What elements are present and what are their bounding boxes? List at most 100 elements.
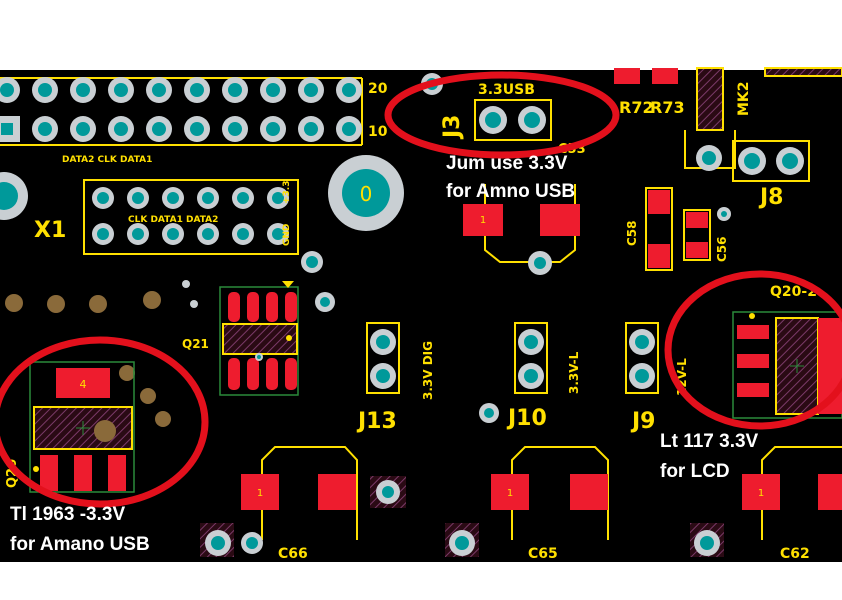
header-pin — [260, 77, 286, 103]
via — [315, 292, 335, 312]
header-signal-labels: DATA2 CLK DATA1 — [62, 155, 152, 165]
header-pin — [146, 116, 172, 142]
x1-pin — [162, 187, 184, 209]
q20-2-designator: Q20-2 — [770, 284, 817, 300]
via — [241, 532, 263, 554]
unplated-hole — [155, 411, 171, 427]
c66-designator: C66 — [278, 546, 308, 562]
j10-label-33v-l: 3.3V-L — [567, 351, 581, 394]
header-pin — [336, 116, 362, 142]
x1-pin — [92, 223, 114, 245]
j8-designator: J8 — [758, 185, 784, 210]
header-pin — [70, 77, 96, 103]
j8-connector: J8 — [732, 140, 810, 210]
header-pin — [108, 116, 134, 142]
j9-connector: 12V-L J9 — [625, 322, 689, 434]
j3-designator: J3 — [440, 115, 465, 141]
annotation-jumper-line-2: for Amno USB — [446, 181, 575, 202]
annotation-circle-jumper — [384, 71, 620, 159]
x1-pin — [92, 187, 114, 209]
bottom-via-strip — [200, 523, 724, 557]
unplated-hole — [119, 365, 135, 381]
q21-pad — [266, 292, 278, 322]
j13-designator: J13 — [356, 409, 397, 434]
header-pin — [298, 116, 324, 142]
via — [205, 530, 231, 556]
header-pin — [298, 77, 324, 103]
header-pin — [0, 77, 20, 103]
via — [301, 251, 323, 273]
via — [694, 530, 720, 556]
mounting-hole-center: 0 — [328, 155, 404, 231]
q21-pad — [247, 358, 259, 390]
x1-pin — [267, 223, 289, 245]
x1-pin — [232, 187, 254, 209]
unplated-hole — [47, 295, 65, 313]
header-connector: 20 10 DATA2 CLK DATA1 — [0, 77, 388, 165]
mounting-hole-label: 0 — [360, 182, 373, 206]
c53-pad-1-label: 1 — [480, 215, 486, 226]
resistor-r72-r73: R72 R73 — [614, 68, 685, 117]
header-pin — [32, 77, 58, 103]
c56-designator: C56 — [715, 236, 729, 262]
c65-designator: C65 — [528, 546, 558, 562]
header-pin-20-label: 20 — [368, 81, 388, 97]
annotation-tl1963-line-1: Tl 1963 -3.3V — [10, 504, 125, 525]
header-pin — [336, 77, 362, 103]
x1-pin — [127, 223, 149, 245]
x1-33-label: +3.3 — [282, 181, 292, 204]
mk2-designator: MK2 — [736, 81, 752, 116]
q21-pad — [285, 292, 297, 322]
q21-pad — [228, 292, 240, 322]
q21-pad — [228, 358, 240, 390]
header-pin — [146, 77, 172, 103]
annotation-tl1963-line-2: for Amano USB — [10, 534, 150, 555]
capacitor-c66: 1 C66 — [241, 446, 406, 562]
q21-designator: Q21 — [182, 337, 209, 351]
x1-pin — [197, 187, 219, 209]
x1-pin — [197, 223, 219, 245]
header-pin — [184, 116, 210, 142]
annotation-circle-lt117 — [664, 270, 842, 430]
annotation-lt117-line-1: Lt 117 3.3V — [660, 431, 759, 452]
x1-designator: X1 — [34, 218, 66, 243]
x1-pin — [162, 223, 184, 245]
x1-gnd-label: GND — [282, 224, 292, 246]
j10-connector: 3.3V-L J10 — [479, 322, 581, 431]
c62-pad-1-label: 1 — [758, 488, 764, 499]
header-pin — [32, 116, 58, 142]
x1-signal-labels: CLK DATA1 DATA2 — [128, 215, 218, 225]
x1-connector: CLK DATA1 DATA2 GND +3.3 X1 — [34, 179, 299, 255]
annotation-circle-tl1963 — [0, 336, 209, 508]
x1-pin — [232, 223, 254, 245]
unplated-hole — [5, 294, 23, 312]
capacitor-c56: C56 — [683, 207, 731, 262]
j13-connector: 3.3V DIG J13 — [356, 322, 435, 434]
r72-designator: R72 — [619, 98, 654, 117]
header-pin — [108, 77, 134, 103]
c58-designator: C58 — [625, 220, 639, 246]
small-via — [190, 300, 198, 308]
header-pin — [260, 116, 286, 142]
q21-transistor: Q21 — [182, 281, 299, 396]
q21-pad — [247, 292, 259, 322]
mk2-component: MK2 — [684, 67, 842, 171]
header-pin — [70, 116, 96, 142]
annotation-jumper-line-1: Jum use 3.3V — [446, 153, 568, 174]
capacitor-c62: 1 C62 — [742, 446, 842, 562]
j13-label-33v-dig: 3.3V DIG — [421, 341, 435, 400]
small-via — [182, 280, 190, 288]
unplated-hole — [89, 295, 107, 313]
j3-label-33usb: 3.3USB — [478, 82, 535, 98]
c65-pad-1-label: 1 — [507, 488, 513, 499]
capacitor-c58: C58 — [625, 187, 673, 271]
q20-pad-4-label: 4 — [80, 378, 87, 391]
header-pin — [184, 77, 210, 103]
unplated-hole — [140, 388, 156, 404]
q20-regulator: 4 Q20 — [5, 361, 135, 493]
capacitor-c65: 1 C65 — [491, 446, 609, 562]
j9-designator: J9 — [630, 409, 656, 434]
header-pin-10-label: 10 — [368, 124, 388, 140]
annotation-lt117-line-2: for LCD — [660, 461, 730, 482]
